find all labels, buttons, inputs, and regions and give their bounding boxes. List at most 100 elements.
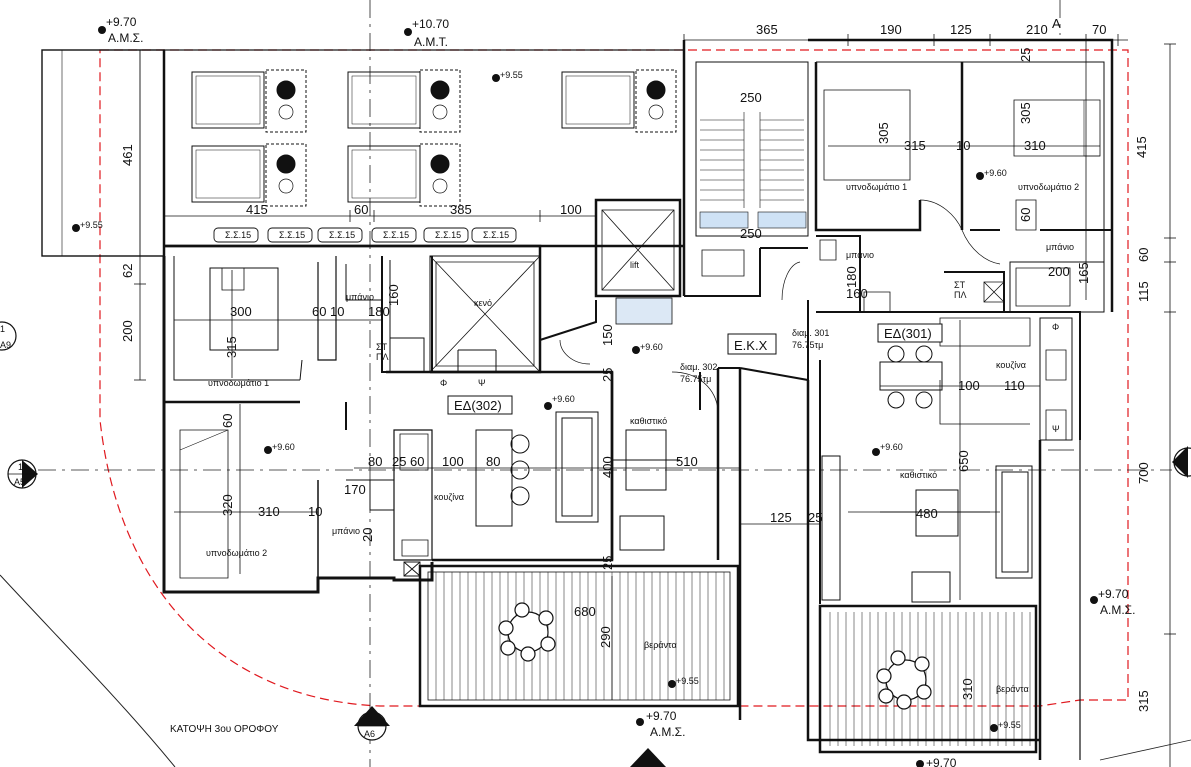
dim-200: 200 bbox=[120, 320, 135, 342]
left-apartment-walls bbox=[162, 244, 614, 594]
room-left-bed1: υπνοδωμάτιο 1 bbox=[208, 378, 269, 388]
dim-parking-385: 385 bbox=[450, 202, 472, 217]
level-ekx: +9.60 bbox=[640, 342, 663, 352]
level-amt-top-tag: Α.Μ.Τ. bbox=[414, 35, 448, 49]
room-right-psi: Ψ bbox=[1052, 424, 1060, 434]
dim-700: 700 bbox=[1136, 462, 1151, 484]
room-left-psi: Ψ bbox=[478, 378, 486, 388]
dim-stair-250: 250 bbox=[740, 90, 762, 105]
lift-label: lift bbox=[630, 260, 639, 270]
common-area-label: Ε.Κ.Χ bbox=[734, 338, 768, 353]
parking-label: Σ.Σ.15 bbox=[435, 230, 461, 240]
dim-315: 315 bbox=[1136, 690, 1151, 712]
level-bed2-left: +9.60 bbox=[272, 442, 295, 452]
dim-lk-20: 20 bbox=[360, 528, 375, 542]
dim-210: 210 bbox=[1026, 22, 1048, 37]
apartment-tag-302: ΕΔ(302) bbox=[454, 398, 502, 413]
dim-rkitchen-110: 110 bbox=[1004, 378, 1025, 393]
left-roof-terrace bbox=[41, 49, 166, 257]
right-living-furniture bbox=[821, 345, 1033, 603]
dim-lk-100: 100 bbox=[442, 454, 464, 469]
room-left-shaft: κενό bbox=[474, 298, 492, 308]
parking-labels: Σ.Σ.15 Σ.Σ.15 Σ.Σ.15 Σ.Σ.15 Σ.Σ.15 Σ.Σ.1… bbox=[225, 230, 509, 240]
left-living-furniture bbox=[475, 367, 742, 720]
dim-rwc-180: 180 bbox=[844, 266, 859, 288]
level-balcony-right: +9.55 bbox=[998, 720, 1021, 730]
level-roof-left: +9.55 bbox=[80, 220, 103, 230]
dim-lbed1-10: 10 bbox=[330, 304, 344, 319]
section-a5-ref: A5 bbox=[14, 477, 25, 487]
section-mark-a6: 1 A6 bbox=[354, 706, 390, 741]
dim-living-25b: 25 bbox=[600, 556, 615, 570]
room-left-wc: μπάνιο bbox=[332, 526, 360, 536]
level-markers bbox=[72, 26, 1098, 767]
room-right-bed2: υπνοδωμάτιο 2 bbox=[1018, 182, 1079, 192]
dim-mid-25: 25 bbox=[808, 510, 822, 525]
level-amt-bottom-2: +9.70 bbox=[926, 756, 957, 767]
right-balcony bbox=[818, 604, 1038, 754]
dim-rbed2-25: 25 bbox=[1018, 48, 1033, 62]
dim-rwc-160: 160 bbox=[846, 286, 868, 301]
dim-rkitchen-100: 100 bbox=[958, 378, 980, 393]
parking-label: Σ.Σ.15 bbox=[279, 230, 305, 240]
level-balcony-left: +9.55 bbox=[676, 676, 699, 686]
room-right-bath: μπάνιο bbox=[1046, 242, 1074, 252]
section-mark-a9: 1 A9 bbox=[0, 321, 17, 351]
level-amt-bottom-tag: Α.Μ.Σ. bbox=[650, 725, 685, 739]
dim-living-510: 510 bbox=[676, 454, 698, 469]
dim-lbed2-10: 10 bbox=[308, 504, 322, 519]
level-amt-left: +9.70 bbox=[106, 15, 137, 29]
dim-125: 125 bbox=[950, 22, 972, 37]
dim-lbed1-160: 160 bbox=[386, 284, 401, 306]
dim-lbed2-320: 320 bbox=[220, 494, 235, 516]
area-302-line2: 76.75τμ bbox=[680, 374, 711, 384]
section-mark-bottom bbox=[630, 748, 666, 767]
dim-lbed1-300: 300 bbox=[230, 304, 252, 319]
dim-stair-250b: 250 bbox=[740, 226, 762, 241]
room-left-bath: μπάνιο bbox=[346, 292, 374, 302]
dim-balcony-290: 290 bbox=[598, 626, 613, 648]
parking-label: Σ.Σ.15 bbox=[225, 230, 251, 240]
section-a9-ref: A9 bbox=[0, 340, 11, 350]
central-core bbox=[539, 40, 809, 382]
dim-rbed1-10: 10 bbox=[956, 138, 970, 153]
dim-rbed2-60: 60 bbox=[1018, 208, 1033, 222]
drawing-title: ΚΑΤΟΨΗ 3ου ΟΡΟΦΟΥ bbox=[170, 724, 279, 735]
dim-60: 60 bbox=[1136, 248, 1151, 262]
dim-62: 62 bbox=[120, 264, 135, 278]
dim-balcony-680: 680 bbox=[574, 604, 596, 619]
dimension-lines bbox=[134, 34, 1176, 767]
level-amt-right-tag: Α.Μ.Σ. bbox=[1100, 603, 1135, 617]
dim-461: 461 bbox=[120, 144, 135, 166]
level-amt-left-tag: Α.Μ.Σ. bbox=[108, 31, 143, 45]
level-amt-bottom: +9.70 bbox=[646, 709, 677, 723]
parking-label: Σ.Σ.15 bbox=[329, 230, 355, 240]
dim-rbed1-305: 305 bbox=[876, 122, 891, 144]
level-living-right: +9.60 bbox=[880, 442, 903, 452]
apartment-tag-301: ΕΔ(301) bbox=[884, 326, 932, 341]
section-mark-a5: 1 A5 bbox=[7, 459, 38, 489]
dim-365: 365 bbox=[756, 22, 778, 37]
dim-190: 190 bbox=[880, 22, 902, 37]
dim-lbed2-310: 310 bbox=[258, 504, 280, 519]
dim-balcony-310: 310 bbox=[960, 678, 975, 700]
area-301-line2: 76.75τμ bbox=[792, 340, 823, 350]
dim-115: 115 bbox=[1136, 281, 1151, 302]
apartment-tag-box-302 bbox=[447, 395, 513, 415]
section-a9-number: 1 bbox=[0, 324, 5, 334]
room-left-store-b: ΠΛ bbox=[376, 352, 389, 362]
level-amt-top: +10.70 bbox=[412, 17, 449, 31]
dim-rliving-480: 480 bbox=[916, 506, 938, 521]
dim-lk-80: 80 bbox=[368, 454, 382, 469]
dim-rbed2-305: 305 bbox=[1018, 102, 1033, 124]
dim-lk-25: 25 bbox=[392, 454, 406, 469]
section-a-letter: A bbox=[1052, 16, 1061, 31]
room-left-bed2: υπνοδωμάτιο 2 bbox=[206, 548, 267, 558]
level-roof: +9.55 bbox=[500, 70, 523, 80]
dim-parking-100: 100 bbox=[560, 202, 582, 217]
left-balcony bbox=[418, 564, 740, 708]
apartment-tag-box-301 bbox=[877, 323, 943, 343]
room-left-kitchen: κουζίνα bbox=[434, 492, 464, 502]
